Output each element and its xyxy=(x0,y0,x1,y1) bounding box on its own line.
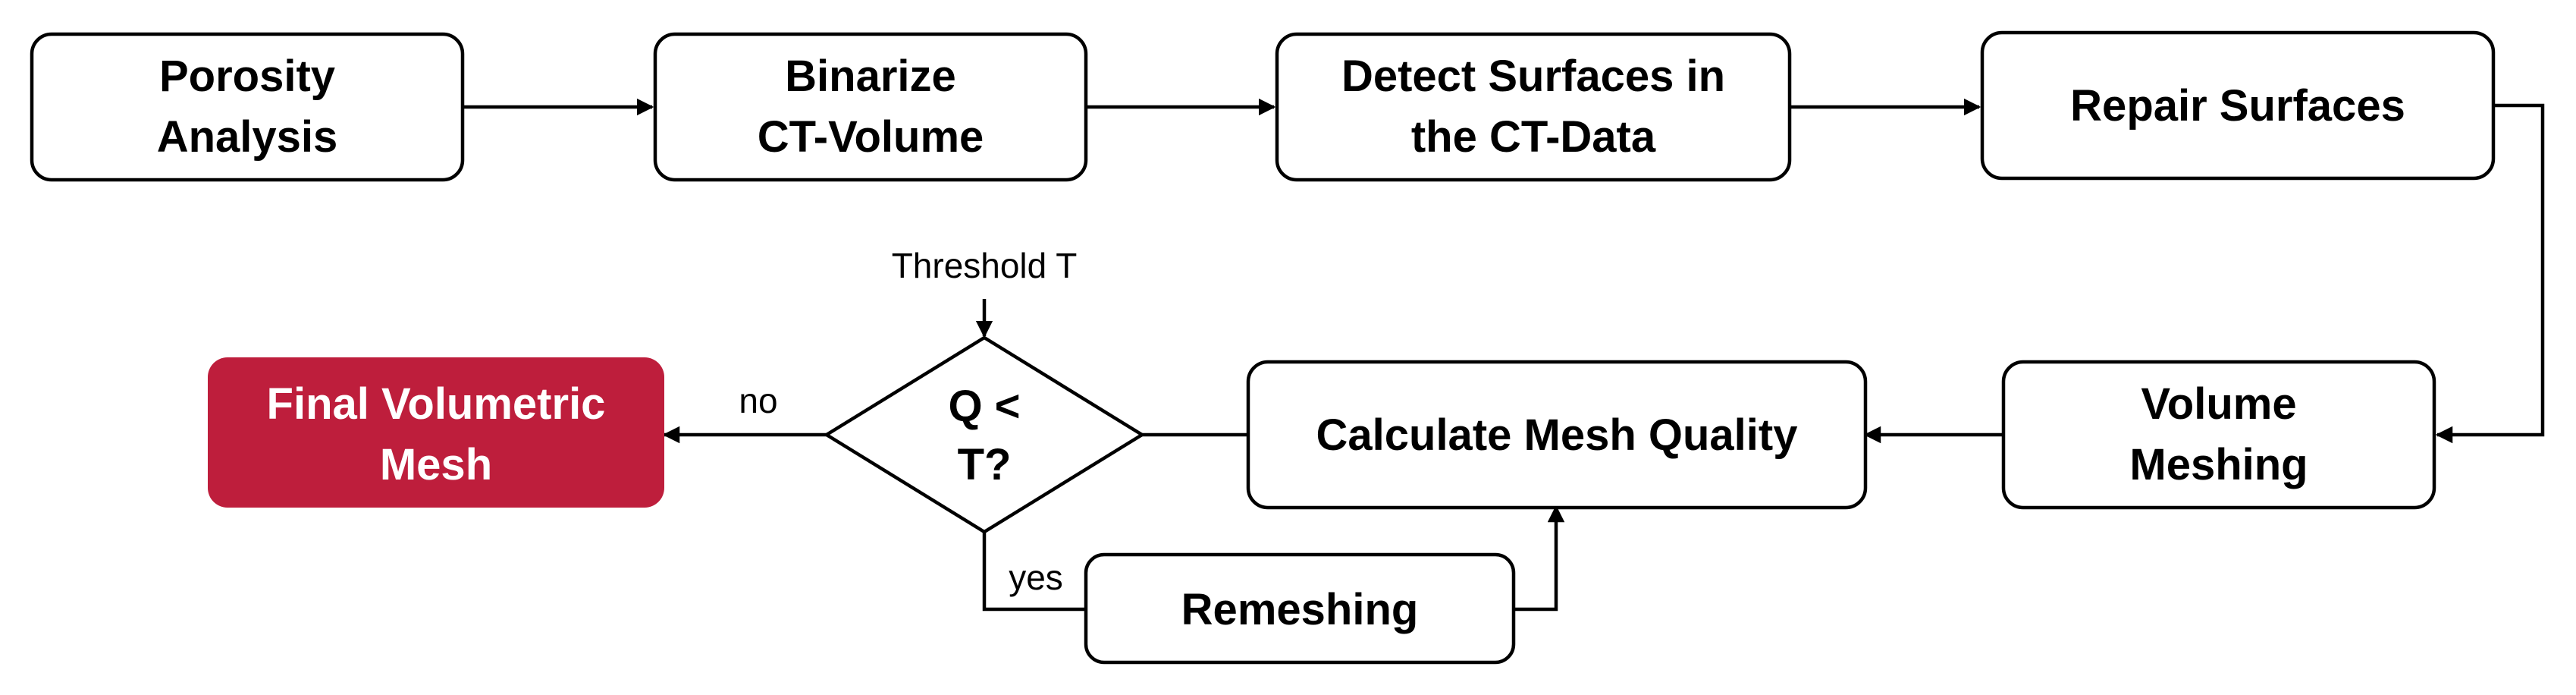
node-label-line-1: Binarize xyxy=(785,52,956,101)
threshold-label: Threshold T xyxy=(892,246,1078,285)
node-decision: Q < T? xyxy=(823,335,1146,534)
node-porosity-analysis: Porosity Analysis xyxy=(30,32,465,182)
node-volume-meshing: Volume Meshing xyxy=(2001,360,2436,510)
no-label: no xyxy=(739,381,777,420)
node-detect-surfaces: Detect Surfaces in the CT-Data xyxy=(1275,32,1792,182)
node-label-line-1: Calculate Mesh Quality xyxy=(1316,410,1798,460)
node-label-line-2: Analysis xyxy=(157,112,338,162)
node-label-line-1: Final Volumetric xyxy=(267,379,606,429)
node-label-line-2: CT-Volume xyxy=(758,112,984,162)
node-binarize-ct-volume: Binarize CT-Volume xyxy=(653,32,1088,182)
node-label-line-2: Meshing xyxy=(2129,440,2308,489)
node-label-line-1: Q < xyxy=(948,382,1020,431)
yes-label: yes xyxy=(1009,558,1063,597)
node-label-line-2: the CT-Data xyxy=(1411,112,1656,162)
line-decision-yes-to-remeshing xyxy=(982,532,1086,612)
node-label-line-2: T? xyxy=(958,440,1012,489)
node-label-line-1: Repair Surfaces xyxy=(2070,81,2405,131)
node-label-line-1: Detect Surfaces in xyxy=(1341,52,1725,101)
node-repair-surfaces: Repair Surfaces xyxy=(1980,30,2496,181)
node-label-line-1: Remeshing xyxy=(1181,585,1419,634)
arrow-repair-to-volume-meshing xyxy=(2435,103,2545,444)
arrow-remeshing-to-calculate xyxy=(1514,505,1565,612)
node-final-volumetric-mesh: Final Volumetric Mesh xyxy=(208,357,664,508)
node-remeshing: Remeshing xyxy=(1084,552,1516,665)
node-label-line-2: Mesh xyxy=(380,440,492,489)
node-calculate-mesh-quality: Calculate Mesh Quality xyxy=(1246,360,1868,510)
node-label-line-1: Porosity xyxy=(159,52,335,101)
node-label-line-1: Volume xyxy=(2141,379,2296,429)
